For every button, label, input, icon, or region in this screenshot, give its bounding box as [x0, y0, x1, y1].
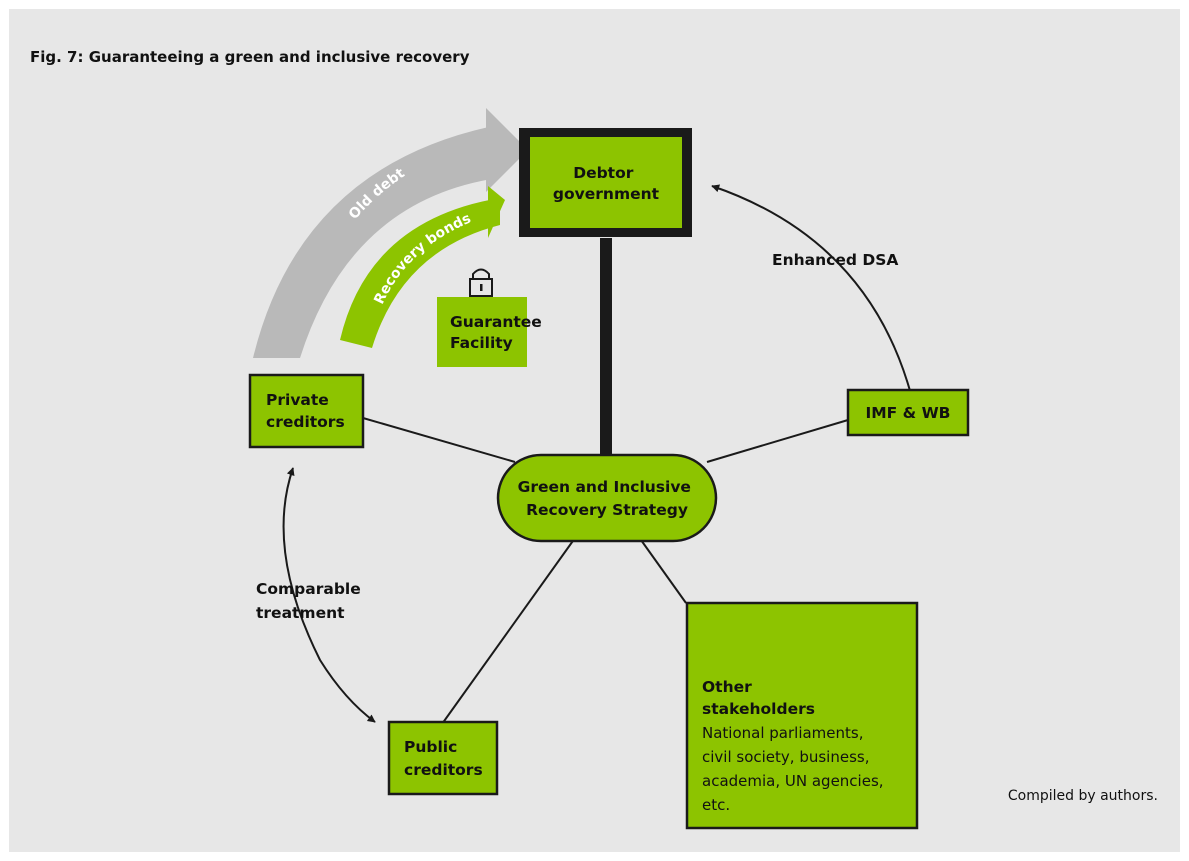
strategy-label-line-2: Recovery Strategy — [526, 501, 688, 519]
public-box — [387, 720, 499, 796]
imf-wb-node: IMF & WB — [846, 388, 970, 437]
strategy-pill — [496, 453, 718, 543]
strategy-label-line-1: Green and Inclusive — [518, 478, 691, 496]
comparable-label-line-2: treatment — [256, 604, 345, 622]
edge-private-center — [362, 417, 516, 463]
other-description: National parliaments, civil society, bus… — [702, 724, 888, 814]
credit-note: Compiled by authors. — [1008, 788, 1158, 804]
other-desc-line-3: academia, UN agencies, — [702, 772, 884, 790]
private-creditors-node: Private creditors — [248, 373, 365, 449]
private-label-line-1: Private — [266, 391, 329, 409]
debtor-inner-box — [530, 137, 682, 228]
enhanced-dsa-arrow — [711, 184, 913, 399]
public-label-line-1: Public — [404, 738, 457, 756]
private-box — [248, 373, 365, 449]
other-box — [685, 601, 919, 830]
enhanced-dsa-label: Enhanced DSA — [772, 251, 898, 269]
other-title: Other stakeholders — [702, 678, 815, 718]
public-label: Public creditors — [404, 738, 483, 779]
imf-label: IMF & WB — [865, 404, 950, 422]
strategy-node: Green and Inclusive Recovery Strategy — [496, 453, 718, 543]
edge-public-center — [441, 537, 576, 725]
other-desc-line-2: civil society, business, — [702, 748, 869, 766]
lock-icon — [469, 268, 493, 297]
public-label-line-2: creditors — [404, 761, 483, 779]
comparable-treatment-arrow — [282, 467, 376, 723]
other-title-line-2: stakeholders — [702, 700, 815, 718]
edge-imf-center — [706, 419, 849, 463]
guarantee-label: Guarantee Facility — [450, 313, 547, 352]
strategy-label: Green and Inclusive Recovery Strategy — [518, 478, 697, 519]
other-title-line-1: Other — [702, 678, 752, 696]
other-desc-line-4: etc. — [702, 796, 730, 814]
old-debt-band — [253, 125, 498, 358]
debtor-label: Debtor government — [553, 164, 660, 203]
private-label-line-2: creditors — [266, 413, 345, 431]
figure-title: Fig. 7: Guaranteeing a green and inclusi… — [30, 48, 470, 66]
guarantee-facility-node: Guarantee Facility — [437, 297, 547, 367]
public-creditors-node: Public creditors — [387, 720, 499, 796]
recovery-bonds-arrowhead — [488, 186, 505, 238]
debtor-government-node: Debtor government — [519, 128, 692, 237]
comparable-label-line-1: Comparable — [256, 580, 361, 598]
other-desc-line-1: National parliaments, — [702, 724, 864, 742]
guarantee-label-line-1: Guarantee — [450, 313, 542, 331]
comparable-treatment-label: Comparable treatment — [256, 580, 366, 622]
imf-box — [846, 388, 970, 437]
guarantee-label-line-2: Facility — [450, 334, 513, 352]
private-label: Private creditors — [266, 391, 345, 431]
edge-other-center — [640, 539, 687, 604]
guarantee-box — [437, 297, 527, 367]
old-debt-arrowhead — [486, 108, 528, 192]
recovery-bonds-band — [340, 198, 500, 348]
debtor-label-line-1: Debtor — [573, 164, 634, 182]
debtor-label-line-2: government — [553, 185, 660, 203]
other-stakeholders-node: Other stakeholders National parliaments,… — [685, 601, 919, 830]
